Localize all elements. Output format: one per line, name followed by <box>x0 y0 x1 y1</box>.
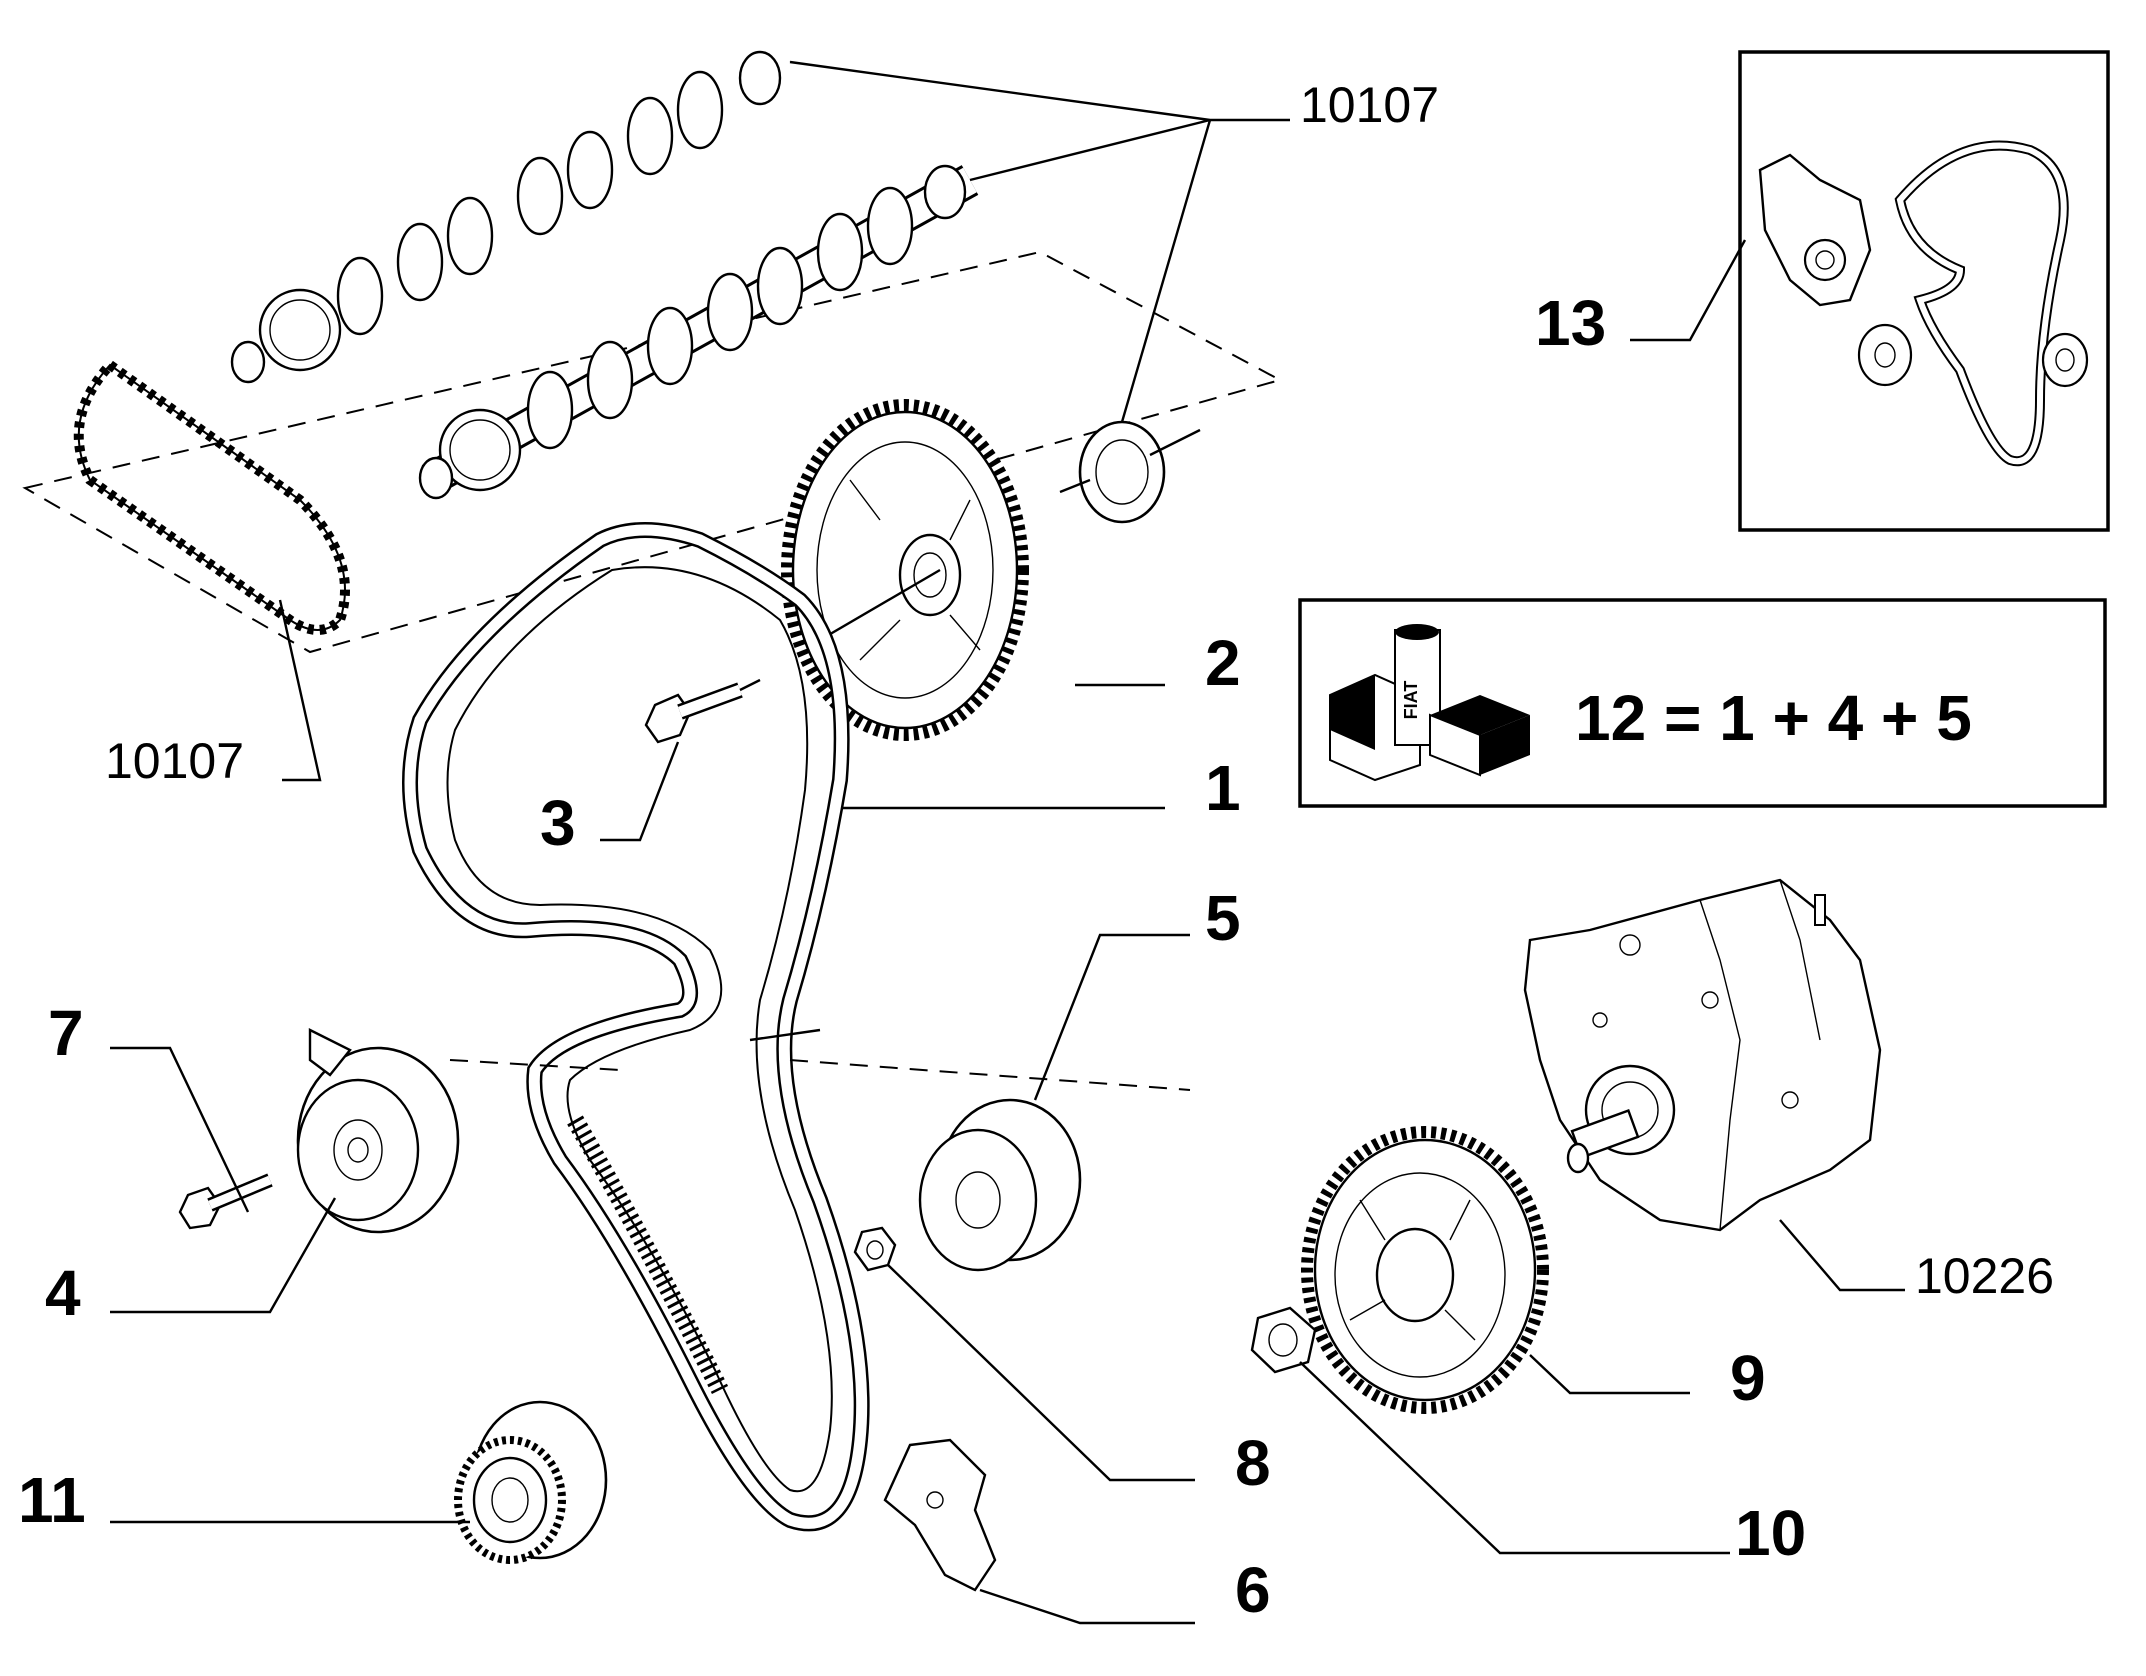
nut-8 <box>853 1226 897 1272</box>
bracket-6 <box>883 1438 997 1592</box>
water-pump-kit-inset <box>1738 50 2110 532</box>
leader-lines <box>110 683 1905 1625</box>
timing-belt <box>402 522 870 1532</box>
tensioner-pulley <box>296 1028 621 1234</box>
crankshaft-pulley <box>454 1400 608 1564</box>
callout-6: 6 <box>1235 1554 1271 1626</box>
callout-13: 13 <box>1535 287 1606 359</box>
injection-pump <box>1523 878 1882 1232</box>
ref-10107-top: 10107 <box>1300 77 1439 133</box>
leader-10107-top <box>789 60 1290 423</box>
timing-chain <box>73 358 350 635</box>
kit-box: FIAT 12 = 1 + 4 + 5 <box>1298 598 2107 808</box>
bolt-3 <box>644 678 761 744</box>
callout-7: 7 <box>48 997 84 1069</box>
callout-labels: 1 2 3 4 5 6 7 8 9 10 11 13 <box>18 287 1806 1626</box>
callout-1: 1 <box>1205 752 1241 824</box>
ref-10107-left: 10107 <box>105 733 244 789</box>
callout-2: 2 <box>1205 627 1241 699</box>
leader-13 <box>1630 239 1747 342</box>
camshaft-pulley <box>781 399 1029 741</box>
idler-pulley <box>789 1059 1191 1272</box>
callout-9: 9 <box>1730 1342 1766 1414</box>
fiat-logo-text: FIAT <box>1401 681 1421 720</box>
bolt-7 <box>178 1173 273 1230</box>
callout-3: 3 <box>540 787 576 859</box>
reference-labels: 10107 10107 10226 <box>105 77 2054 1304</box>
camshaft-upper <box>230 49 797 384</box>
callout-10: 10 <box>1735 1497 1806 1569</box>
nut-10 <box>1250 1306 1317 1374</box>
leader-10107-left <box>278 599 322 782</box>
callout-11: 11 <box>18 1464 86 1536</box>
callout-4: 4 <box>45 1257 81 1329</box>
camshaft-seal <box>1059 420 1201 524</box>
pump-gear <box>1301 1126 1549 1414</box>
camshaft-lower <box>418 164 979 500</box>
kit-equation: 12 = 1 + 4 + 5 <box>1575 682 1972 754</box>
callout-8: 8 <box>1235 1427 1271 1499</box>
fiat-kit-logo: FIAT <box>1329 624 1530 782</box>
camshaft-assembly <box>22 49 1283 654</box>
callout-5: 5 <box>1205 882 1241 954</box>
ref-10226: 10226 <box>1915 1248 2054 1304</box>
